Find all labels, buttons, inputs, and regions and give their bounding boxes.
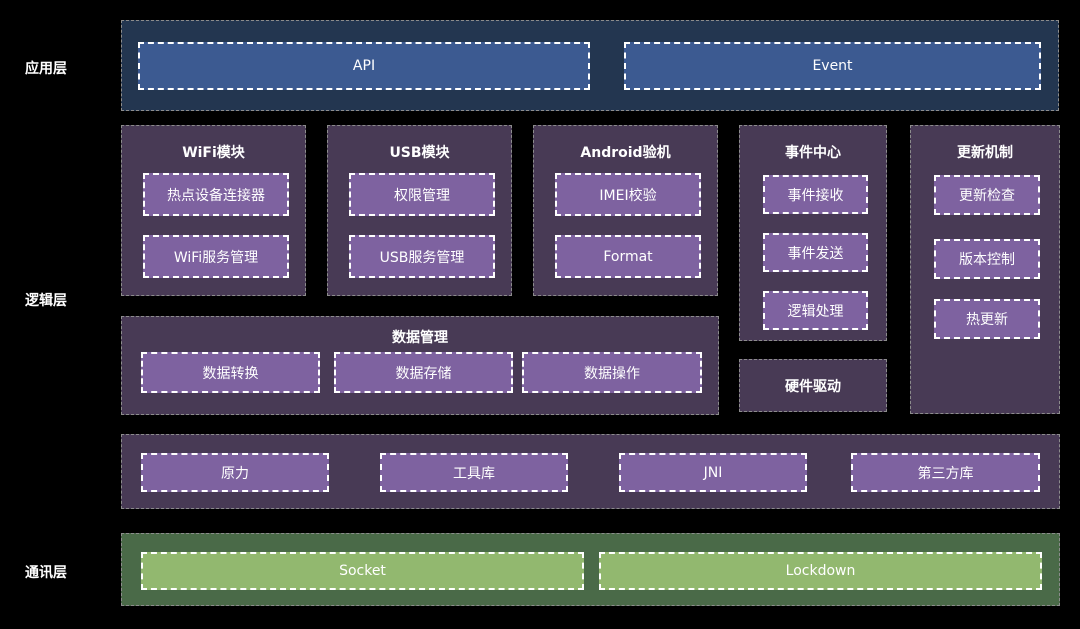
android-verify-panel: Android验机 IMEI校验 Format bbox=[533, 125, 718, 296]
usb-service-mgmt-box: USB服务管理 bbox=[349, 235, 495, 278]
socket-box: Socket bbox=[141, 552, 584, 590]
event-receive-box: 事件接收 bbox=[763, 175, 868, 214]
base-layer-panel: 原力 工具库 JNI 第三方库 bbox=[121, 434, 1060, 509]
android-verify-title: Android验机 bbox=[580, 145, 671, 161]
data-mgmt-panel: 数据管理 数据转换 数据存储 数据操作 bbox=[121, 316, 719, 415]
update-check-box: 更新检查 bbox=[934, 175, 1040, 215]
logic-layer-label: 逻辑层 bbox=[25, 293, 67, 309]
format-box: Format bbox=[555, 235, 701, 278]
hot-update-box: 热更新 bbox=[934, 299, 1040, 339]
third-party-library-box: 第三方库 bbox=[851, 453, 1040, 492]
event-center-title: 事件中心 bbox=[785, 145, 841, 161]
data-operation-box: 数据操作 bbox=[522, 352, 702, 393]
wifi-service-mgmt-box: WiFi服务管理 bbox=[143, 235, 289, 278]
wifi-module-title: WiFi模块 bbox=[182, 145, 245, 161]
lockdown-box: Lockdown bbox=[599, 552, 1042, 590]
permission-mgmt-box: 权限管理 bbox=[349, 173, 495, 216]
wifi-hotspot-connector-box: 热点设备连接器 bbox=[143, 173, 289, 216]
wifi-module-panel: WiFi模块 热点设备连接器 WiFi服务管理 bbox=[121, 125, 306, 296]
data-convert-box: 数据转换 bbox=[141, 352, 320, 393]
version-control-box: 版本控制 bbox=[934, 239, 1040, 279]
event-box: Event bbox=[624, 42, 1041, 90]
application-layer-panel: API Event bbox=[121, 20, 1059, 111]
update-mechanism-panel: 更新机制 更新检查 版本控制 热更新 bbox=[910, 125, 1060, 414]
data-storage-box: 数据存储 bbox=[334, 352, 513, 393]
hardware-driver-title: 硬件驱动 bbox=[785, 378, 841, 395]
data-mgmt-title: 数据管理 bbox=[392, 330, 448, 346]
jni-box: JNI bbox=[619, 453, 807, 492]
communication-layer-label: 通讯层 bbox=[25, 565, 67, 581]
tool-library-box: 工具库 bbox=[380, 453, 568, 492]
logic-process-box: 逻辑处理 bbox=[763, 291, 868, 330]
event-center-panel: 事件中心 事件接收 事件发送 逻辑处理 bbox=[739, 125, 887, 341]
yuanli-box: 原力 bbox=[141, 453, 329, 492]
usb-module-title: USB模块 bbox=[389, 145, 450, 161]
update-mechanism-title: 更新机制 bbox=[957, 145, 1013, 161]
hardware-driver-panel: 硬件驱动 bbox=[739, 359, 887, 412]
application-layer-label: 应用层 bbox=[25, 61, 67, 77]
api-box: API bbox=[138, 42, 590, 90]
event-send-box: 事件发送 bbox=[763, 233, 868, 272]
communication-layer-panel: Socket Lockdown bbox=[121, 533, 1060, 606]
usb-module-panel: USB模块 权限管理 USB服务管理 bbox=[327, 125, 512, 296]
imei-check-box: IMEI校验 bbox=[555, 173, 701, 216]
